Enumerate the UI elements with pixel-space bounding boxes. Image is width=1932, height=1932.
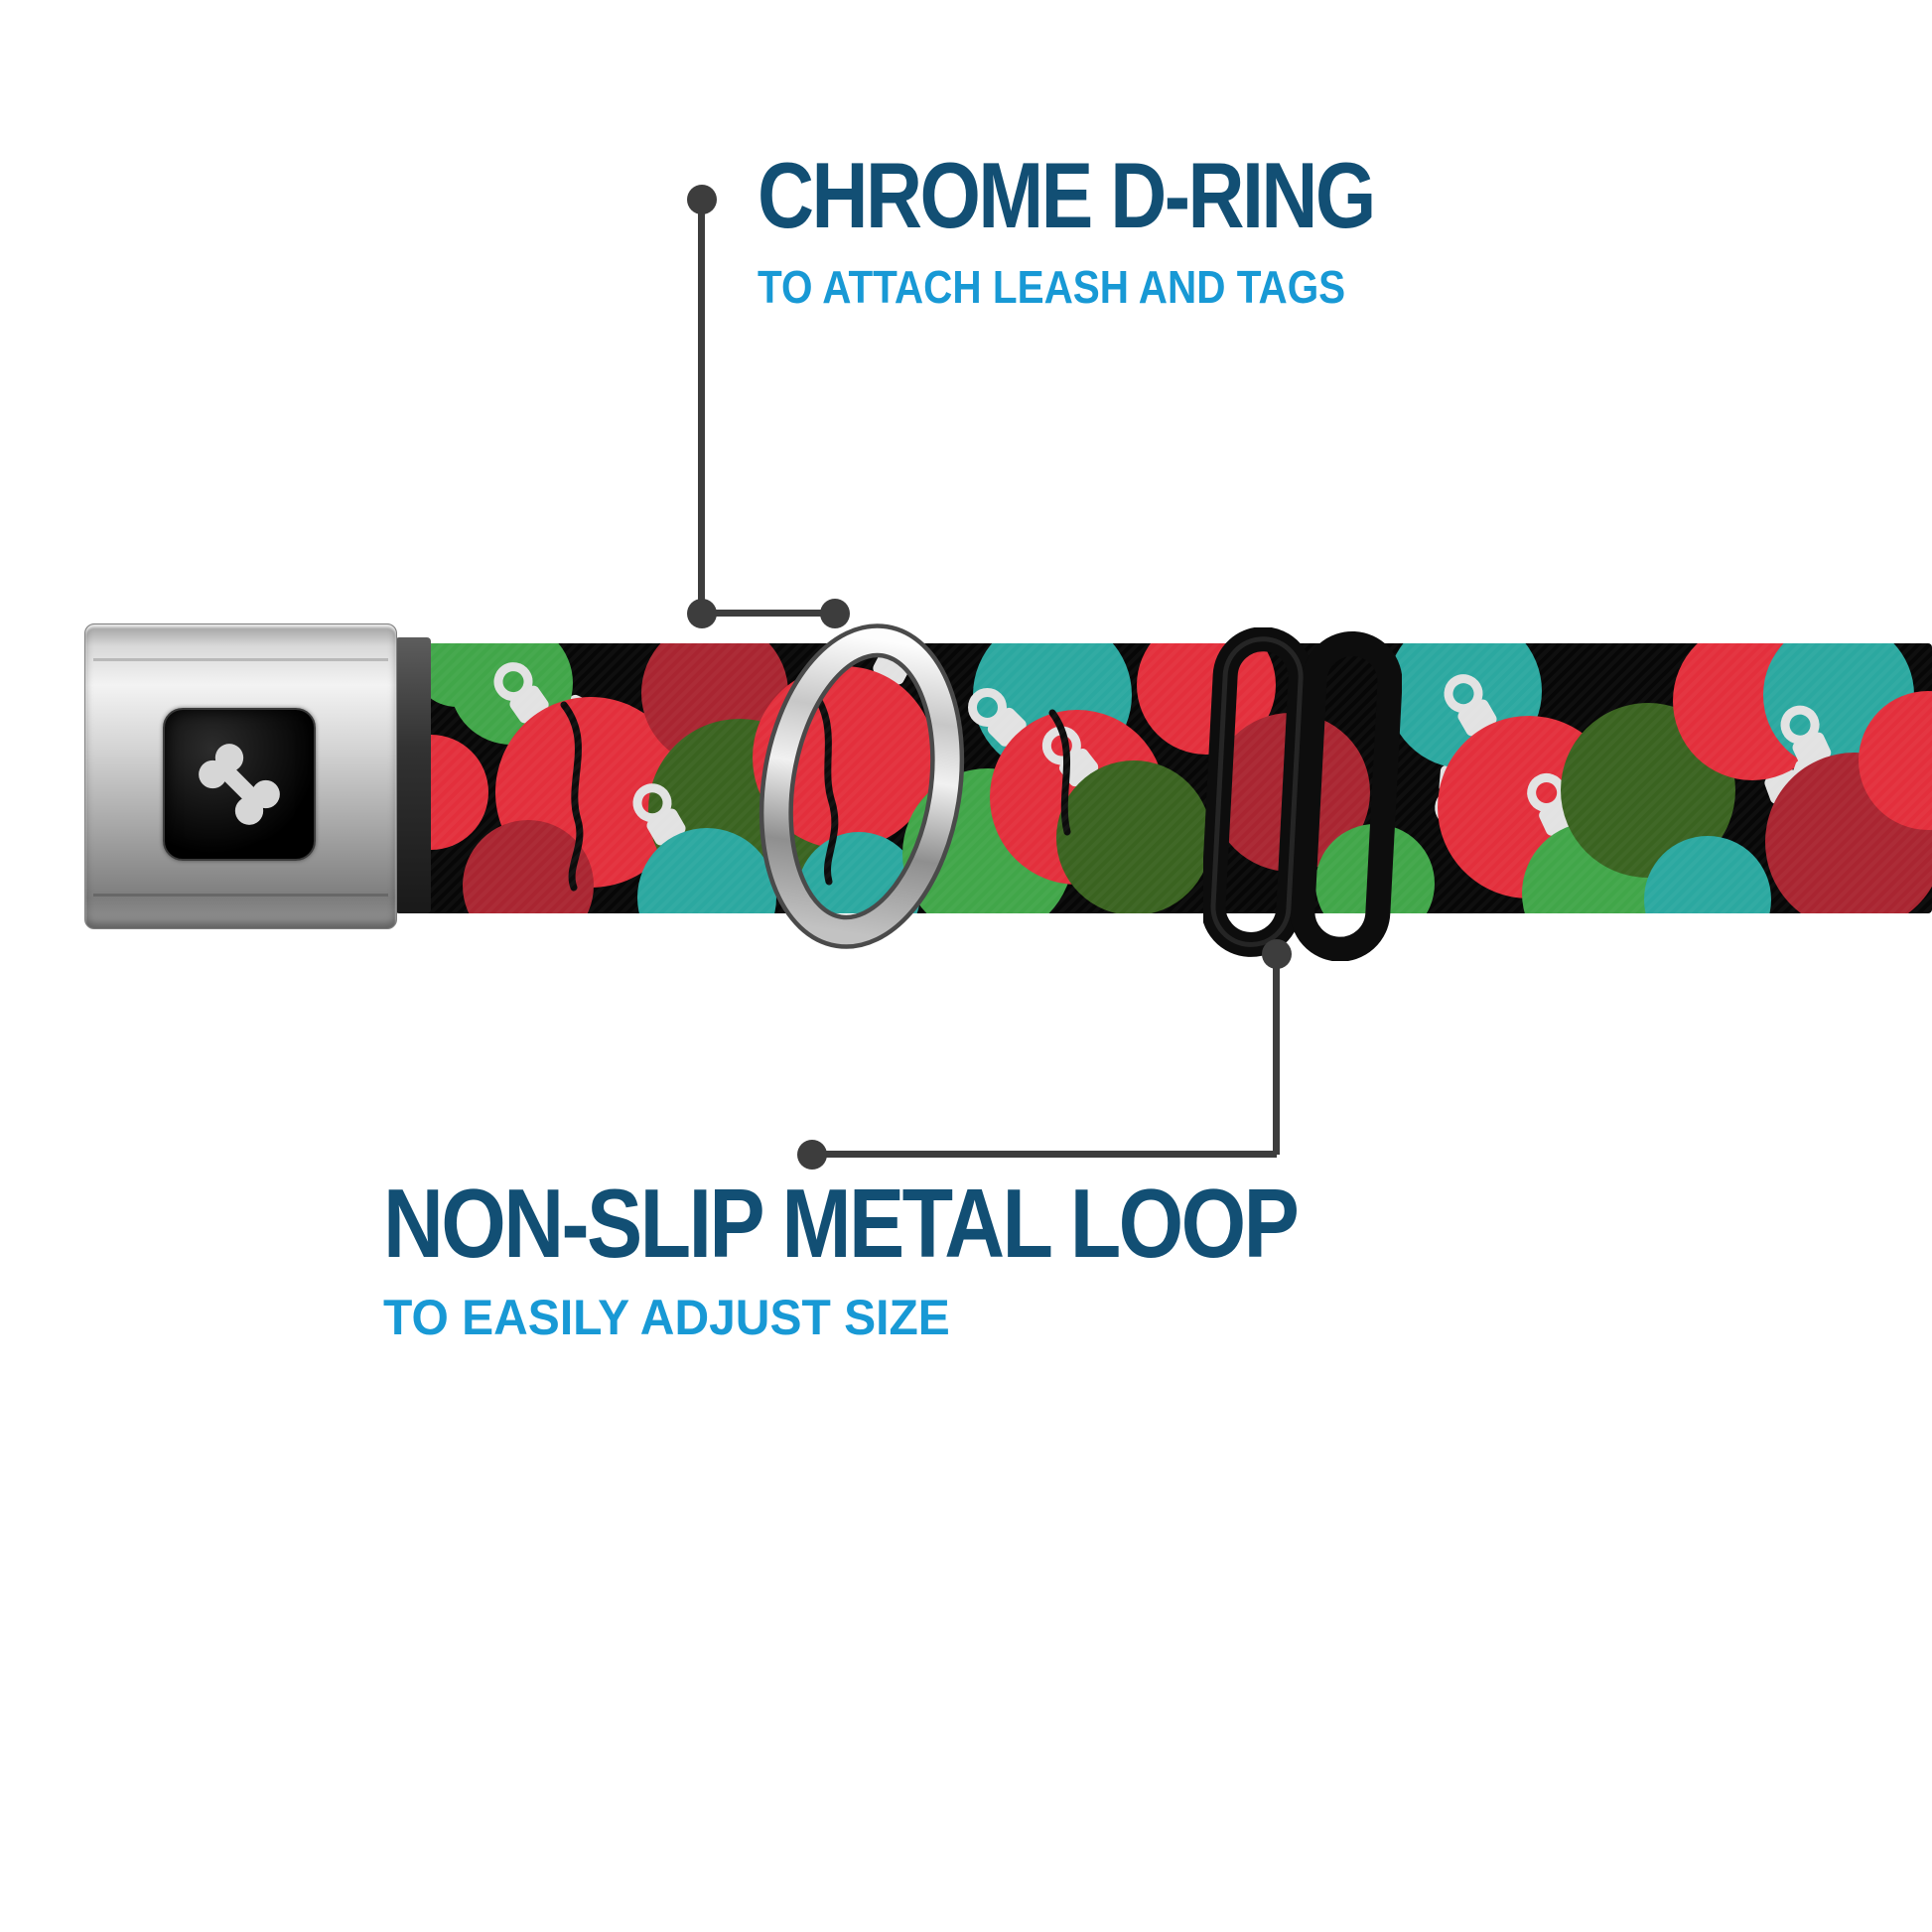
callout-bottom-dot-text bbox=[797, 1140, 827, 1170]
bottom-annotation-subtitle: TO EASILY ADJUST SIZE bbox=[383, 1289, 950, 1345]
callout-bottom-line-horizontal bbox=[812, 1151, 1277, 1158]
bottom-annotation-title: NON-SLIP METAL LOOP bbox=[383, 1169, 1300, 1278]
seatbelt-buckle bbox=[84, 623, 397, 929]
dog-bone-icon bbox=[199, 744, 280, 825]
collar-strap bbox=[417, 643, 1932, 913]
metal-loop-slider bbox=[1203, 627, 1402, 961]
slider-loop-right bbox=[1290, 630, 1402, 961]
chrome-d-ring bbox=[759, 623, 965, 949]
callout-top-line-horizontal bbox=[702, 610, 835, 617]
buckle-logo-plate bbox=[163, 708, 316, 861]
buckle-seam-top bbox=[93, 658, 388, 661]
slider-loop-left bbox=[1203, 627, 1313, 957]
webbing-texture bbox=[417, 643, 1932, 913]
top-annotation-subtitle: TO ATTACH LEASH AND TAGS bbox=[758, 260, 1346, 313]
slider-highlight bbox=[1210, 636, 1304, 947]
callout-bottom-line-vertical bbox=[1273, 954, 1280, 1155]
d-ring-metal bbox=[763, 627, 960, 945]
top-annotation: CHROME D-RING TO ATTACH LEASH AND TAGS bbox=[758, 147, 1491, 314]
buckle-latch bbox=[395, 637, 431, 913]
bottom-annotation: NON-SLIP METAL LOOP TO EASILY ADJUST SIZ… bbox=[383, 1173, 1446, 1346]
buckle-seam-bottom bbox=[93, 894, 388, 897]
callout-top-dot-right bbox=[820, 599, 850, 628]
callout-top-line-vertical bbox=[698, 200, 705, 614]
top-annotation-title: CHROME D-RING bbox=[758, 143, 1376, 247]
